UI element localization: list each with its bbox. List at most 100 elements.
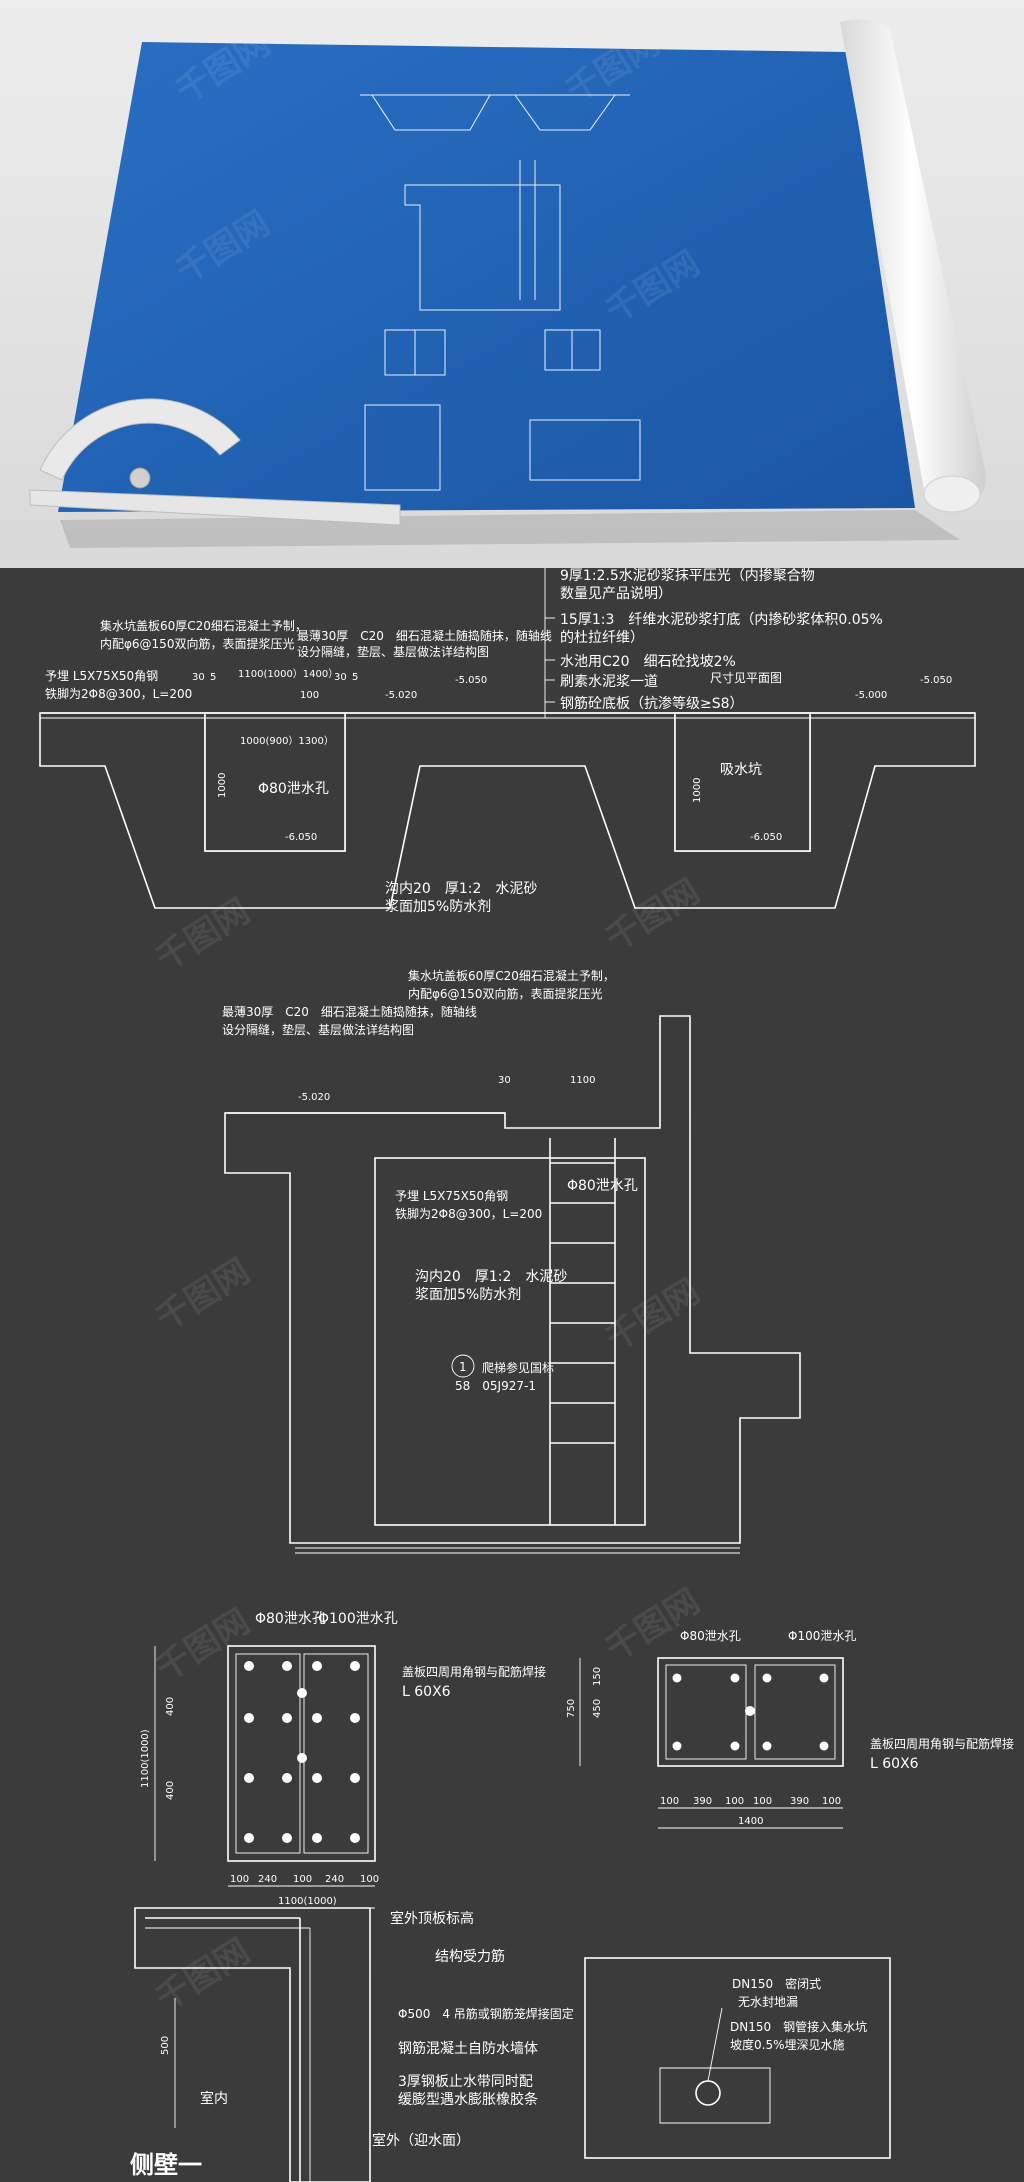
ladder-code: 58 05J927-1 xyxy=(455,1379,536,1393)
s2-angle-note: 予埋 L5X75X50角钢 xyxy=(395,1189,508,1203)
s2-dim-30: 30 xyxy=(498,1075,511,1086)
elev-f: -6.050 xyxy=(750,832,782,843)
section-2-sump-pit: 集水坑盖板60厚C20细石混凝土予制， 内配φ6@150双向筋，表面提浆压光 最… xyxy=(222,968,801,1554)
note-a: 盖板四周用角钢与配筋焊接 xyxy=(402,1664,546,1679)
s2-mortar-2: 浆面加5%防水剂 xyxy=(415,1287,521,1303)
dim-right-5: 390 xyxy=(790,1796,809,1807)
dim-g: 30 xyxy=(334,672,347,683)
ladder-ref-circle xyxy=(451,1354,475,1378)
elev-c: -6.050 xyxy=(285,832,317,843)
note-line-2: 数量见产品说明） xyxy=(560,586,672,602)
cover-plate-left xyxy=(227,1645,376,1862)
dim-right-2: 390 xyxy=(693,1796,712,1807)
label-top: 室外顶板标高 xyxy=(390,1910,474,1927)
note-line-5: 水池用C20 细石砼找坡2% xyxy=(560,654,736,670)
s2-dim-top: 1100 xyxy=(570,1075,595,1086)
dim-e: 30 xyxy=(192,672,205,683)
dim-right-6: 100 xyxy=(822,1796,841,1807)
ground-hatch xyxy=(39,712,976,909)
paper-roll-end xyxy=(923,475,981,513)
pipe-c: DN150 钢管接入集水坑 xyxy=(730,2019,867,2034)
elev-a: -5.020 xyxy=(385,690,417,701)
paper-shadow xyxy=(60,510,960,548)
s2-drain-label: Φ80泄水孔 xyxy=(567,1178,638,1194)
label-wall: 钢筋混凝土自防水墙体 xyxy=(398,2040,538,2057)
preview-svg xyxy=(29,19,986,548)
dim-i: 100 xyxy=(300,690,319,701)
pipe-detail-box xyxy=(584,1957,891,2159)
dim-b: 1000(900）1300） xyxy=(240,735,334,747)
dim-left-1: 100 xyxy=(230,1874,249,1885)
note-thin-2: 设分隔缝，垫层、基层做法详结构图 xyxy=(297,644,489,659)
drain80-label-b: Φ80泄水孔 xyxy=(680,1629,741,1643)
dim-500: 500 xyxy=(160,2036,171,2055)
pit-label: 吸水坑 xyxy=(720,762,762,778)
dim-left-4: 240 xyxy=(325,1874,344,1885)
dim-right-1: 100 xyxy=(660,1796,679,1807)
cad-svg: 9厚1:2.5水泥砂浆抹平压光（内掺聚合物 数量见产品说明） 15厚1:3 纤维… xyxy=(39,568,1014,2182)
s2-mortar: 沟内20 厚1:2 水泥砂 xyxy=(415,1269,567,1285)
bolt-holes-left xyxy=(244,1661,360,1843)
paper-roll xyxy=(840,19,986,511)
note-cover-2: 内配φ6@150双向筋，表面提浆压光 xyxy=(100,636,294,651)
dim-c: 1000 xyxy=(217,773,228,798)
ladder-num: 1 xyxy=(459,1360,467,1374)
ladder-ref: 爬梯参见国标 xyxy=(482,1360,554,1375)
drain80-label: Φ80泄水孔 xyxy=(255,1611,326,1627)
dim-h: 5 xyxy=(352,672,358,683)
mortar-label: 沟内20 厚1:2 水泥砂 xyxy=(385,881,537,897)
note-line-7: 钢筋砼底板（抗渗等级≥S8） xyxy=(560,695,744,712)
mini-drawings xyxy=(360,94,641,491)
s2-elev: -5.020 xyxy=(298,1092,330,1103)
dim-right-v-2: 450 xyxy=(592,1699,603,1718)
note-c: 盖板四周用角钢与配筋焊接 xyxy=(870,1736,1014,1751)
dim-d: 1000 xyxy=(692,778,703,803)
pipe-b: 无水封地漏 xyxy=(738,1995,798,2009)
drain100-label-b: Φ100泄水孔 xyxy=(788,1629,856,1643)
label-steel: 3厚钢板止水带同时配 xyxy=(398,2074,533,2090)
drain-hole-label: Φ80泄水孔 xyxy=(258,781,329,797)
label-rebar: 结构受力筋 xyxy=(435,1948,505,1965)
dim-left-v-1: 1100(1000) xyxy=(140,1729,151,1788)
elev-e: -5.050 xyxy=(920,675,952,686)
preview-area: 千图网 千图网 千图网 千图网 xyxy=(0,0,1024,568)
ladder-icon xyxy=(549,1138,616,1525)
section-title: 侧壁一 xyxy=(130,2151,202,2179)
dim-right-4: 100 xyxy=(753,1796,772,1807)
cad-drawing-area: 9厚1:2.5水泥砂浆抹平压光（内掺聚合物 数量见产品说明） 15厚1:3 纤维… xyxy=(0,568,1024,2182)
section-3-cover-plates: Φ80泄水孔 Φ100泄水孔 盖板四周用角钢与配筋焊接 L 6 xyxy=(140,1611,1014,1909)
s2-note-cover: 集水坑盖板60厚C20细石混凝土予制， xyxy=(408,968,615,983)
dim-right-v-3: 150 xyxy=(592,1667,603,1686)
pit-interior xyxy=(374,1157,646,1526)
section-1-trench: 9厚1:2.5水泥砂浆抹平压光（内掺聚合物 数量见产品说明） 15厚1:3 纤维… xyxy=(39,568,976,915)
dim-total-right: 1400 xyxy=(738,1816,763,1827)
label-hang: Φ500 4 吊筋或钢筋笼焊接固定 xyxy=(398,2006,574,2021)
s2-note-thin-2: 设分隔缝，垫层、基层做法详结构图 xyxy=(222,1022,414,1037)
bolt-holes-right xyxy=(672,1673,829,1751)
note-cover: 集水坑盖板60厚C20细石混凝土予制， xyxy=(100,618,307,633)
note-angle: 予埋 L5X75X50角钢 xyxy=(45,669,158,683)
note-d: L 60X6 xyxy=(870,1756,919,1772)
mortar-label-2: 浆面加5%防水剂 xyxy=(385,899,491,915)
note-line-4: 的杜拉纤维） xyxy=(560,630,644,646)
s2-angle-note-2: 铁脚为2Φ8@300，L=200 xyxy=(395,1206,542,1221)
dim-left-v-3: 400 xyxy=(165,1781,176,1800)
pipe-a: DN150 密闭式 xyxy=(732,1976,821,1991)
note-thin: 最薄30厚 C20 细石混凝土随捣随抹，随轴线 xyxy=(297,628,552,643)
dim-left-5: 100 xyxy=(360,1874,379,1885)
note-line-6: 刷素水泥浆一道 xyxy=(560,674,658,690)
protractor-icon xyxy=(29,398,401,526)
wall-hatch xyxy=(134,1907,371,2182)
s2-note-cover-2: 内配φ6@150双向筋，表面提浆压光 xyxy=(408,986,602,1001)
pipe-icon xyxy=(695,2080,721,2106)
s2-note-thin: 最薄30厚 C20 细石混凝土随捣随抹，随轴线 xyxy=(222,1004,477,1019)
note-b: L 60X6 xyxy=(402,1684,451,1700)
note-angle-2: 铁脚为2Φ8@300，L=200 xyxy=(45,686,192,701)
pipe-d: 坡度0.5%埋深见水施 xyxy=(730,2037,845,2052)
label-steel-2: 缓膨型遇水膨胀橡胶条 xyxy=(398,2091,538,2108)
elev-b: -5.050 xyxy=(455,675,487,686)
note-line-1: 9厚1:2.5水泥砂浆抹平压光（内掺聚合物 xyxy=(560,568,815,584)
section-4-side-wall: 室外顶板标高 结构受力筋 Φ500 4 吊筋或钢筋笼焊接固定 钢筋混凝土自防水墙… xyxy=(130,1907,891,2182)
elev-d: -5.000 xyxy=(855,690,887,701)
